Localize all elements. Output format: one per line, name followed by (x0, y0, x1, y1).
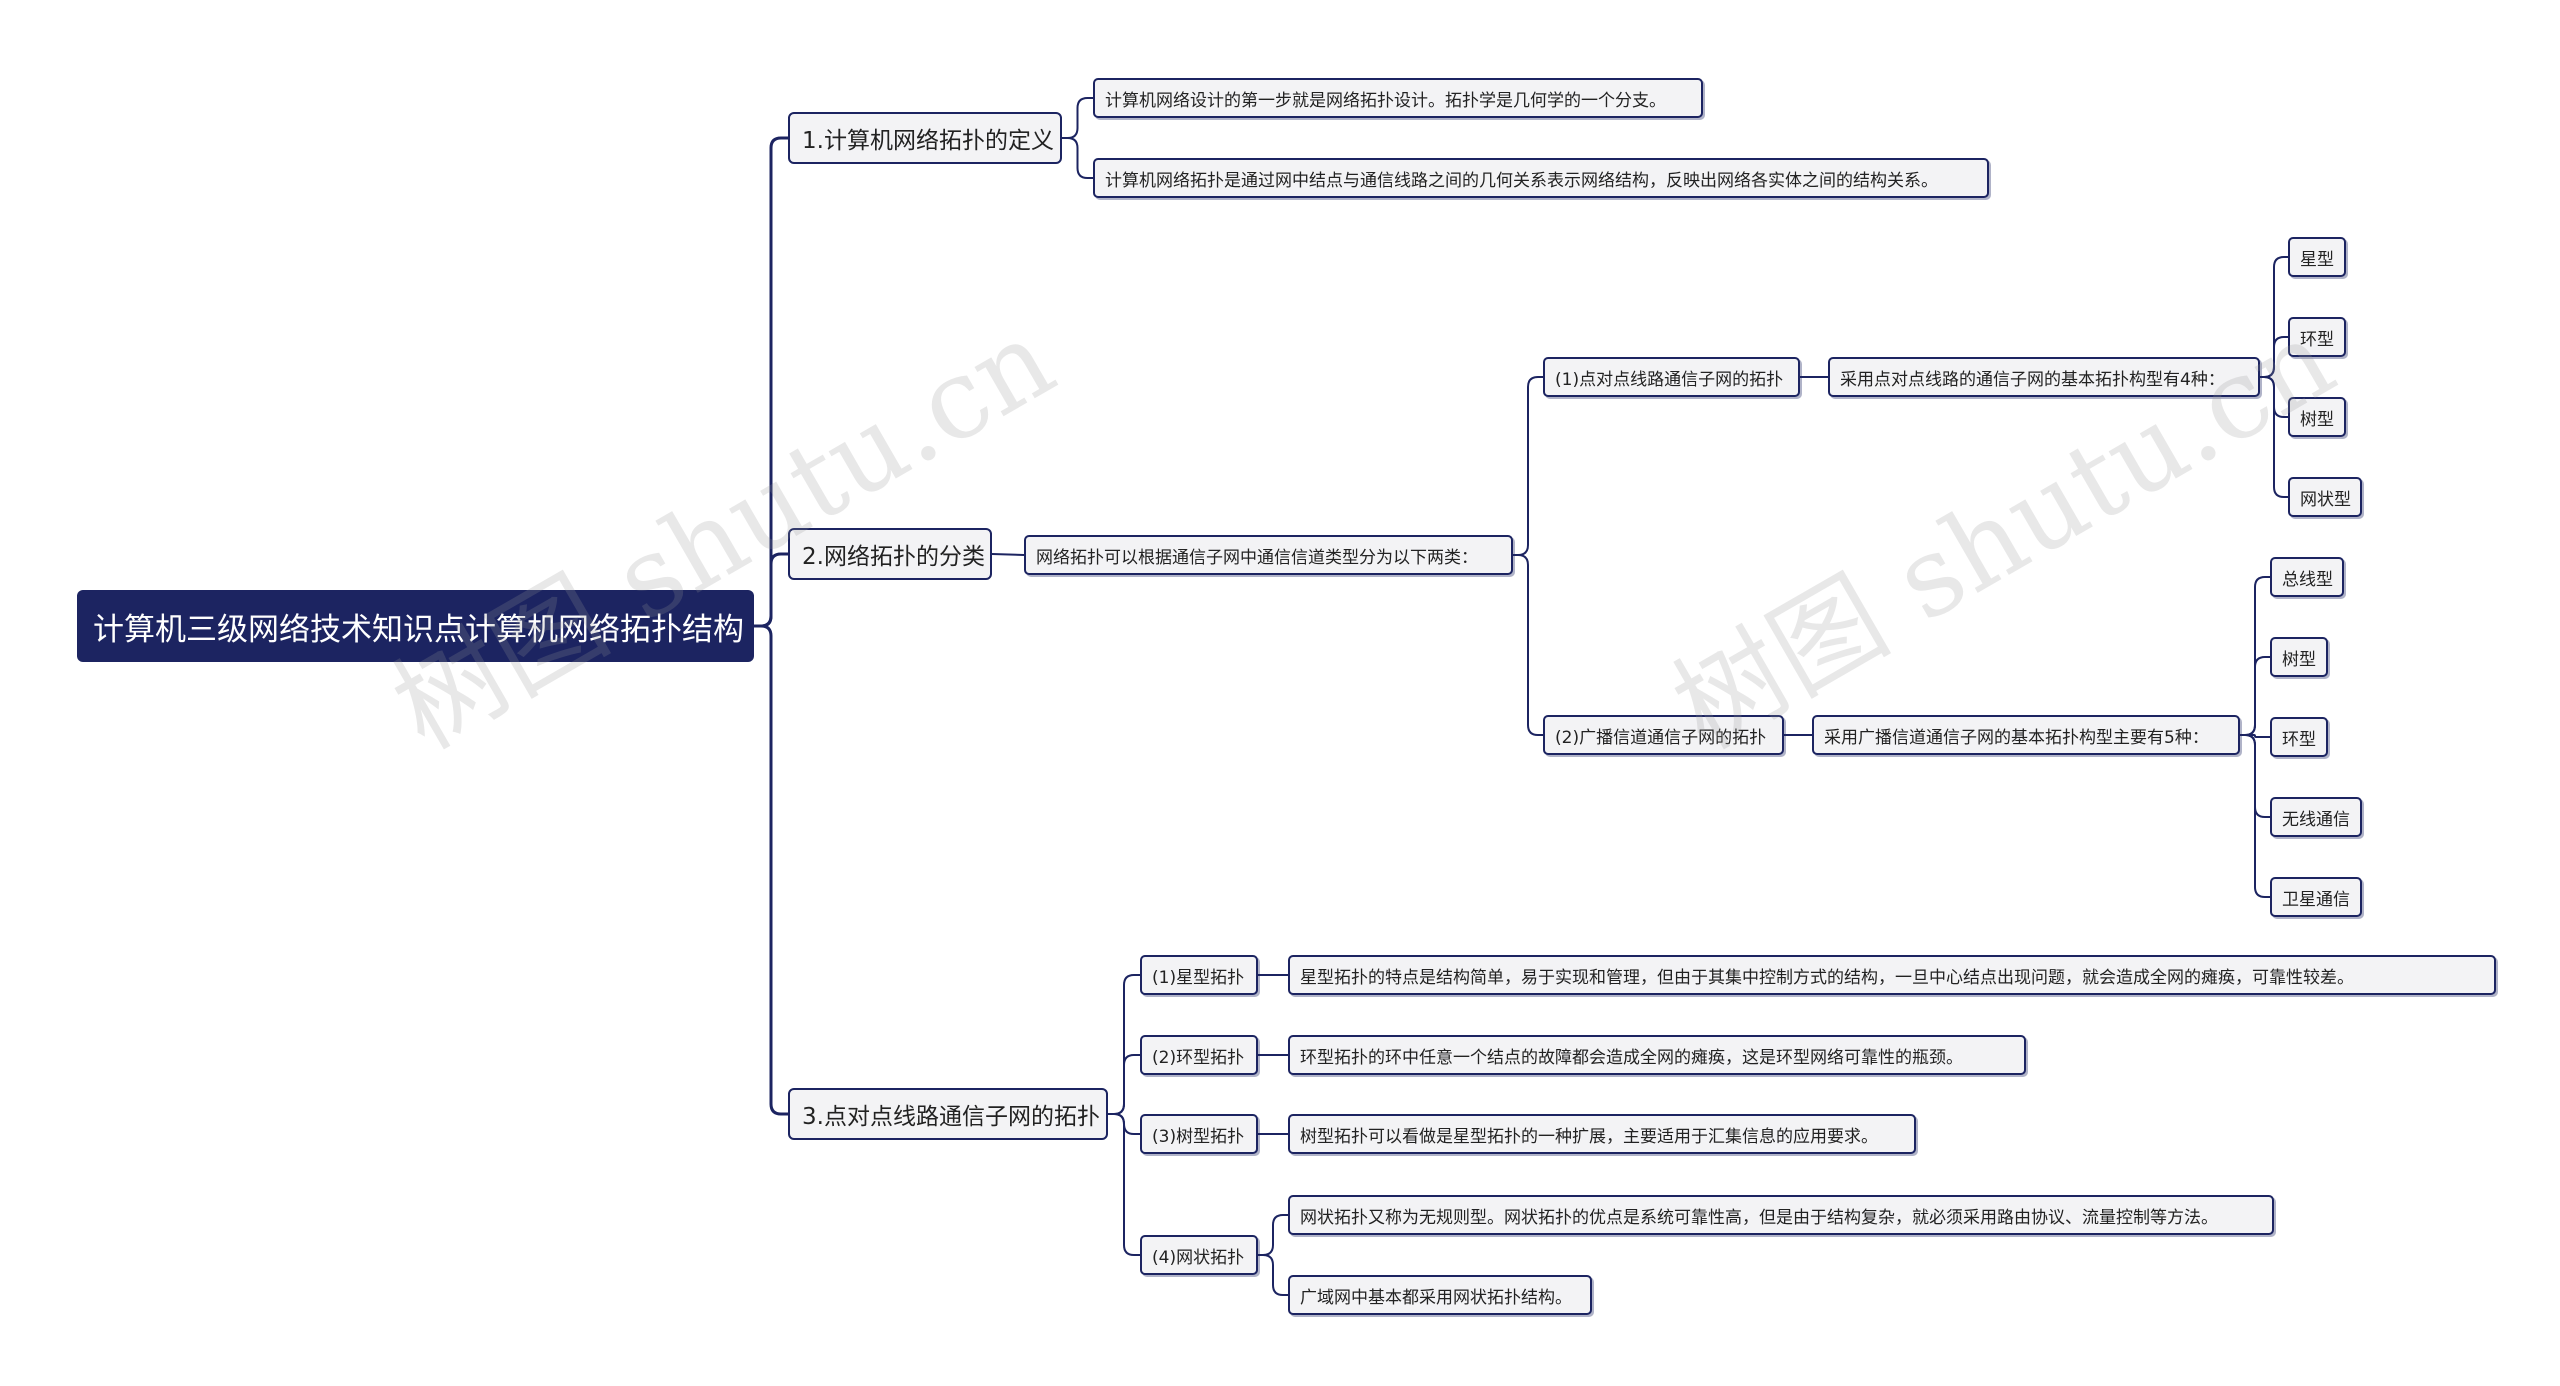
bc-type-bus[interactable]: 总线型 (2270, 557, 2344, 597)
branch-3-p2p-subnet[interactable]: 3.点对点线路通信子网的拓扑 (788, 1088, 1108, 1140)
connector-line (1258, 1214, 1288, 1256)
definition-item-1[interactable]: 计算机网络设计的第一步就是网络拓扑设计。拓扑学是几何学的一个分支。 (1093, 78, 1703, 118)
bc-type-ring[interactable]: 环型 (2270, 717, 2328, 757)
p2p-type-ring[interactable]: 环型 (2288, 317, 2346, 357)
p2p-type-star[interactable]: 星型 (2288, 237, 2346, 277)
connector-line (2240, 656, 2270, 736)
connector-line (1062, 137, 1093, 179)
connector-line (1513, 554, 1543, 736)
definition-item-2[interactable]: 计算机网络拓扑是通过网中结点与通信线路之间的几何关系表示网络结构，反映出网络各实… (1093, 158, 1989, 198)
ring-topology-node[interactable]: (2)环型拓扑 (1140, 1035, 1258, 1075)
mesh-topology-desc-1[interactable]: 网状拓扑又称为无规则型。网状拓扑的优点是系统可靠性高，但是由于结构复杂，就必须采… (1288, 1195, 2274, 1235)
star-topology-desc[interactable]: 星型拓扑的特点是结构简单，易于实现和管理，但由于其集中控制方式的结构，一旦中心结… (1288, 955, 2496, 995)
classification-desc[interactable]: 网络拓扑可以根据通信子网中通信信道类型分为以下两类： (1024, 535, 1513, 575)
connector-line (1108, 1054, 1140, 1115)
branch-2-classification[interactable]: 2.网络拓扑的分类 (788, 528, 992, 580)
p2p-topology-desc[interactable]: 采用点对点线路的通信子网的基本拓扑构型有4种： (1828, 357, 2260, 397)
tree-topology-node[interactable]: (3)树型拓扑 (1140, 1114, 1258, 1154)
broadcast-topology-node[interactable]: (2)广播信道通信子网的拓扑 (1543, 715, 1784, 755)
p2p-type-tree[interactable]: 树型 (2288, 397, 2346, 437)
connector-line (1258, 1254, 1288, 1296)
p2p-type-mesh[interactable]: 网状型 (2288, 477, 2362, 517)
branch-1-definition[interactable]: 1.计算机网络拓扑的定义 (788, 112, 1062, 164)
star-topology-node[interactable]: (1)星型拓扑 (1140, 955, 1258, 995)
connector-line (2260, 336, 2288, 378)
connector-line (1062, 97, 1093, 139)
connector-line (1108, 1113, 1140, 1256)
mesh-topology-desc-2[interactable]: 广域网中基本都采用网状拓扑结构。 (1288, 1275, 1592, 1315)
tree-topology-desc[interactable]: 树型拓扑可以看做是星型拓扑的一种扩展，主要适用于汇集信息的应用要求。 (1288, 1114, 1916, 1154)
ring-topology-desc[interactable]: 环型拓扑的环中任意一个结点的故障都会造成全网的瘫痪，这是环型网络可靠性的瓶颈。 (1288, 1035, 2026, 1075)
connector-line (1513, 376, 1543, 556)
bc-type-tree[interactable]: 树型 (2270, 637, 2328, 677)
bc-type-wireless[interactable]: 无线通信 (2270, 797, 2362, 837)
bc-type-satellite[interactable]: 卫星通信 (2270, 877, 2362, 917)
p2p-topology-node[interactable]: (1)点对点线路通信子网的拓扑 (1543, 357, 1800, 397)
connector-line (754, 552, 788, 628)
mesh-topology-node[interactable]: (4)网状拓扑 (1140, 1235, 1258, 1275)
broadcast-topology-desc[interactable]: 采用广播信道通信子网的基本拓扑构型主要有5种： (1812, 715, 2240, 755)
connector-line (754, 624, 788, 1116)
connector-line (991, 553, 1025, 556)
root-node[interactable]: 计算机三级网络技术知识点计算机网络拓扑结构 (77, 590, 754, 662)
connector-line (2260, 376, 2288, 498)
connector-line (2240, 734, 2270, 738)
connector-line (2240, 734, 2270, 898)
